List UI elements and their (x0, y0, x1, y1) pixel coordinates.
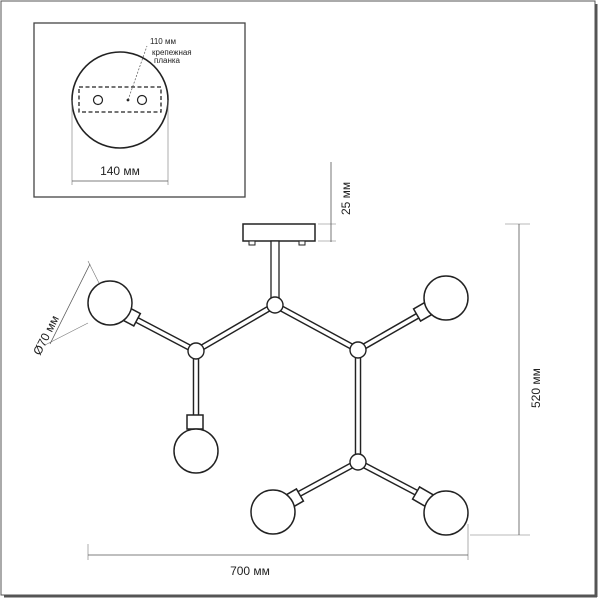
globe-lower-left (173, 428, 219, 474)
globe-bottom-right (423, 490, 469, 536)
shades (87, 275, 469, 536)
central-rod (270, 240, 280, 300)
socket-lower-left (186, 414, 204, 430)
mount-plate-name-line2: планка (154, 56, 181, 65)
total-width-label: 700 мм (230, 564, 270, 578)
inset-frame (33, 22, 246, 198)
total-width-dimension: 700 мм (87, 524, 469, 578)
arm-inner-3 (136, 318, 197, 353)
arm-inner-8 (357, 460, 418, 495)
shade-dia-ext-bottom (44, 322, 89, 346)
shade-upper-left (87, 280, 142, 327)
globe-upper-left (87, 280, 133, 326)
shade-bottom-right (411, 485, 469, 536)
mount-hole-left (92, 94, 104, 106)
canopy-diameter-label: 140 мм (100, 164, 140, 178)
shade-diameter-label: Ø70 мм (30, 313, 62, 357)
mount-plate-name-line1: крепежная (152, 48, 192, 57)
shade-bottom-left (250, 487, 305, 535)
canopy-height-dimension: 25 мм (318, 162, 353, 242)
mount-hole-right (136, 94, 148, 106)
canopy-screw-left (248, 240, 256, 246)
mount-plate-dashed (78, 86, 162, 113)
arm-inner-5 (357, 313, 420, 352)
mount-plate-size-label: 110 мм (150, 37, 176, 46)
globe-bottom-left (250, 489, 296, 535)
joint-bottom (349, 453, 367, 471)
arm-inner-7 (298, 460, 359, 496)
arm-inner-2 (274, 303, 359, 352)
joint-hub (266, 296, 284, 314)
total-height-label: 520 мм (529, 368, 543, 408)
mount-plate-leader (127, 45, 148, 101)
total-height-dimension: 520 мм (470, 223, 543, 536)
shade-lower-left (173, 414, 219, 474)
canopy-inset: 110 мм крепежная планка 140 мм (33, 22, 246, 198)
joint-left (187, 342, 205, 360)
canopy-height-label: 25 мм (339, 182, 353, 215)
joint-right (349, 341, 367, 359)
joints (187, 296, 367, 471)
arm-inner-1 (195, 303, 276, 353)
canopy-circle (71, 51, 169, 149)
arms (135, 302, 421, 497)
canopy-body (242, 223, 316, 242)
canopy-screw-right (298, 240, 306, 246)
globe-upper-right (423, 275, 469, 321)
shade-upper-right (412, 275, 469, 323)
shade-dia-dim-line (49, 263, 91, 345)
